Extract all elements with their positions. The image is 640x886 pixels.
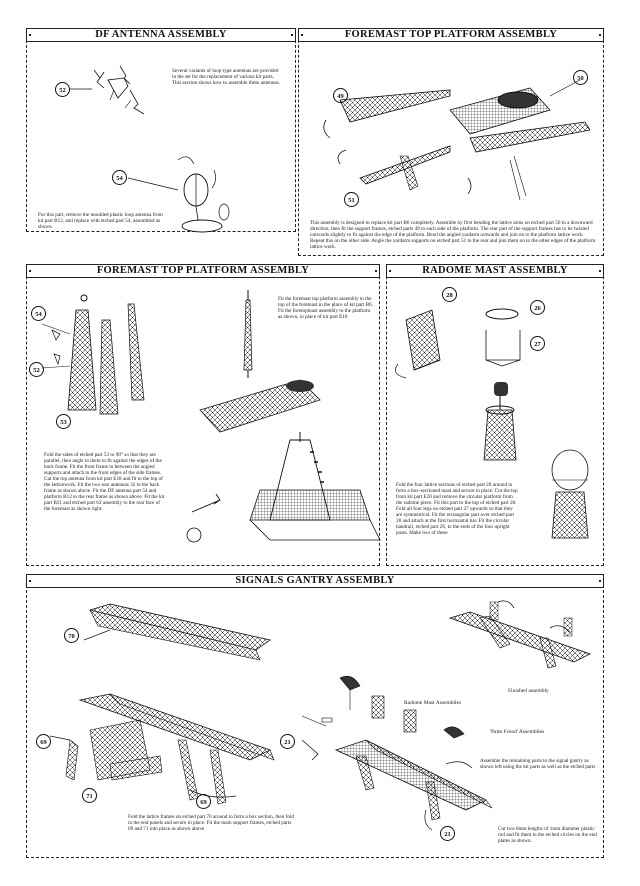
gantry-text-left: Fold the lattice frames on etched part 7… — [128, 814, 294, 832]
callout-52-b: 52 — [29, 362, 44, 377]
callout-53: 53 — [56, 414, 71, 429]
df-antenna-header: DF ANTENNA ASSEMBLY — [26, 28, 296, 42]
callout-69-left: 69 — [36, 734, 51, 749]
callout-28: 28 — [442, 287, 457, 302]
radome-mast-text: Fold the four lattice sections of etched… — [396, 482, 518, 536]
foremast-platform-lattice-drawing — [323, 79, 591, 201]
foremast-structure-drawing — [186, 379, 381, 543]
callout-70: 70 — [64, 628, 79, 643]
radome-mast-parts-drawing — [395, 308, 589, 539]
radome-mast-header: RADOME MAST ASSEMBLY — [386, 264, 604, 278]
foremast-top-text-2a: Fit the foremast top platform assembly t… — [278, 296, 373, 320]
callout-21-bottom: 21 — [440, 826, 455, 841]
foremast-lattice-frames-drawing — [41, 294, 145, 415]
callout-26: 26 — [530, 300, 545, 315]
callout-54-b: 54 — [31, 306, 46, 321]
df-antenna-note-text: For this part, remove the moulded plasti… — [38, 212, 163, 230]
finished-assembly-label: Finished assembly — [508, 688, 549, 694]
signals-gantry-header: SIGNALS GANTRY ASSEMBLY — [26, 574, 604, 588]
callout-54: 54 — [112, 170, 127, 185]
callout-50: 50 — [573, 70, 588, 85]
loop-antenna-parts-drawing — [70, 65, 145, 115]
callout-52: 52 — [55, 82, 70, 97]
df-antenna-loop-drawing — [127, 156, 230, 233]
foremast-top-antenna-drawing — [243, 290, 253, 378]
gantry-assembly-right-drawing — [301, 675, 493, 831]
radome-mast-assemblies-label: Radome Mast Assemblies — [404, 700, 462, 706]
foremast-top-text-2b: Fold the sides of etched part 53 to 90° … — [44, 452, 165, 512]
foremast-top-header-1: FOREMAST TOP PLATFORM ASSEMBLY — [298, 28, 604, 42]
gantry-text-right: Assemble the remaining parts to the sign… — [480, 758, 596, 770]
callout-21-left: 21 — [280, 734, 295, 749]
palm-frond-assemblies-label: 'Palm Frond' Assemblies — [490, 729, 545, 735]
finished-gantry-drawing — [448, 600, 592, 669]
callout-27: 27 — [530, 336, 545, 351]
gantry-text-bottom: Cut two 6mm lengths of 1mm diameter plas… — [498, 826, 597, 844]
foremast-top-text-1: This assembly is designed to replace kit… — [310, 220, 596, 250]
callout-51: 51 — [344, 192, 359, 207]
callout-69-right: 69 — [196, 794, 211, 809]
df-antenna-intro-text: Several variants of loop type antennas a… — [172, 68, 281, 86]
gantry-part-70-drawing — [83, 603, 271, 661]
foremast-top-header-2: FOREMAST TOP PLATFORM ASSEMBLY — [26, 264, 380, 278]
gantry-assembly-left-drawing — [49, 693, 275, 805]
callout-71: 71 — [82, 788, 97, 803]
